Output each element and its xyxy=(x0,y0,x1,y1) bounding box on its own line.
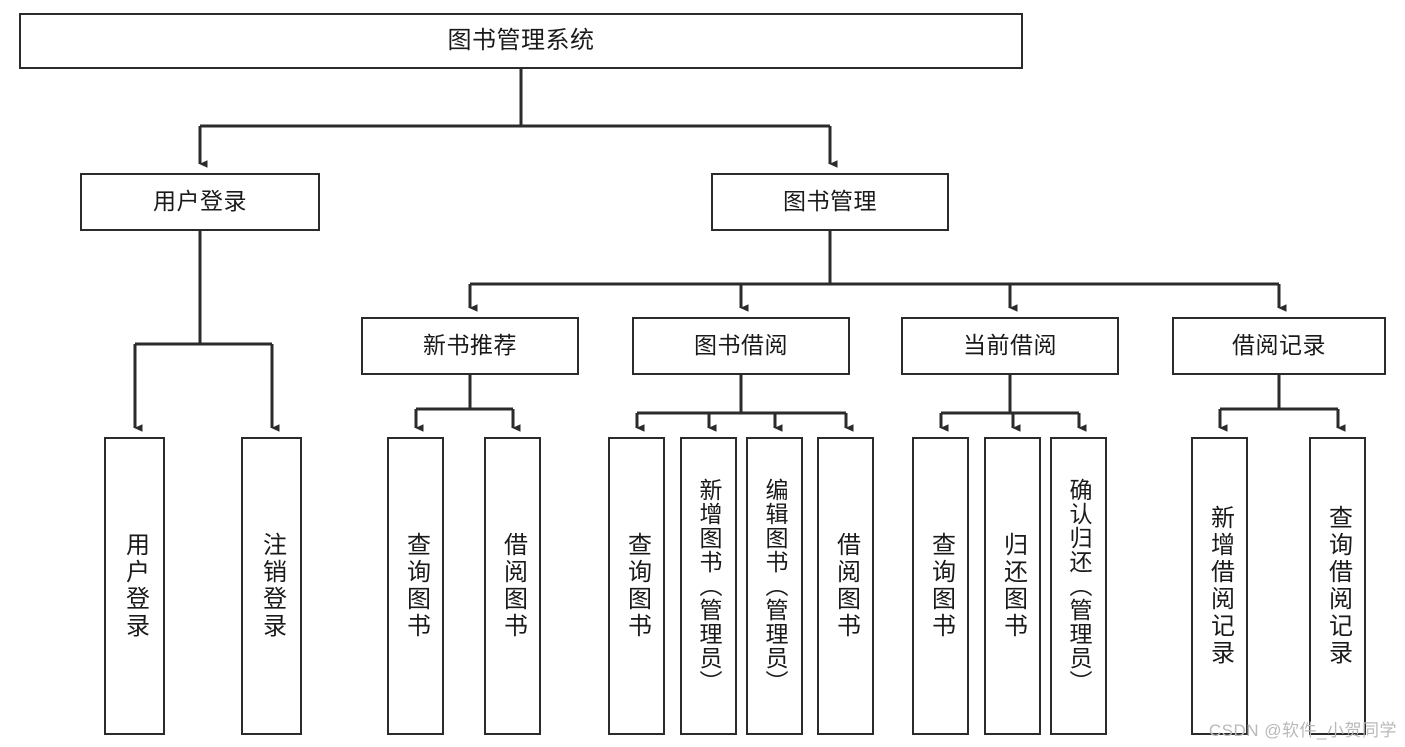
node-label: 借阅图书 xyxy=(832,532,860,640)
node-label: 查询借阅记录 xyxy=(1324,505,1352,667)
node-n_book: 图书管理 xyxy=(711,173,949,231)
node-l10: 归还图书 xyxy=(984,437,1041,735)
node-l9: 查询图书 xyxy=(912,437,969,735)
node-n_login: 用户登录 xyxy=(80,173,320,231)
node-l12: 新增借阅记录 xyxy=(1191,437,1248,735)
node-label: 用户登录 xyxy=(153,188,247,215)
node-label: 归还图书 xyxy=(999,532,1027,640)
node-l8: 借阅图书 xyxy=(817,437,874,735)
node-l13: 查询借阅记录 xyxy=(1309,437,1366,735)
node-l7: 编辑图书（管理员） xyxy=(746,437,803,735)
node-label: 用户登录 xyxy=(121,532,149,640)
watermark-text: CSDN @软件_小贺同学 xyxy=(1208,721,1397,740)
node-root: 图书管理系统 xyxy=(19,13,1023,69)
node-label: 查询图书 xyxy=(927,532,955,640)
node-l6: 新增图书（管理员） xyxy=(680,437,737,735)
node-label: 查询图书 xyxy=(623,532,651,640)
node-l5: 查询图书 xyxy=(608,437,665,735)
node-label: 借阅记录 xyxy=(1232,332,1326,359)
node-label: 借阅图书 xyxy=(499,532,527,640)
node-label: 新增图书（管理员） xyxy=(696,478,722,694)
node-n_new: 新书推荐 xyxy=(361,317,579,375)
node-label: 新书推荐 xyxy=(423,332,517,359)
node-label: 注销登录 xyxy=(258,532,286,640)
node-l1: 用户登录 xyxy=(104,437,165,735)
node-label: 图书管理系统 xyxy=(447,26,595,54)
node-label: 图书借阅 xyxy=(694,332,788,359)
node-n_rec: 借阅记录 xyxy=(1172,317,1386,375)
node-l11: 确认归还（管理员） xyxy=(1050,437,1107,735)
node-label: 确认归还（管理员） xyxy=(1066,478,1092,694)
node-l3: 查询图书 xyxy=(387,437,444,735)
node-label: 图书管理 xyxy=(783,188,877,215)
node-label: 编辑图书（管理员） xyxy=(762,478,788,694)
node-label: 当前借阅 xyxy=(963,332,1057,359)
node-label: 查询图书 xyxy=(402,532,430,640)
node-n_bor: 图书借阅 xyxy=(632,317,850,375)
node-n_cur: 当前借阅 xyxy=(901,317,1119,375)
node-label: 新增借阅记录 xyxy=(1206,505,1234,667)
node-l4: 借阅图书 xyxy=(484,437,541,735)
node-l2: 注销登录 xyxy=(241,437,302,735)
